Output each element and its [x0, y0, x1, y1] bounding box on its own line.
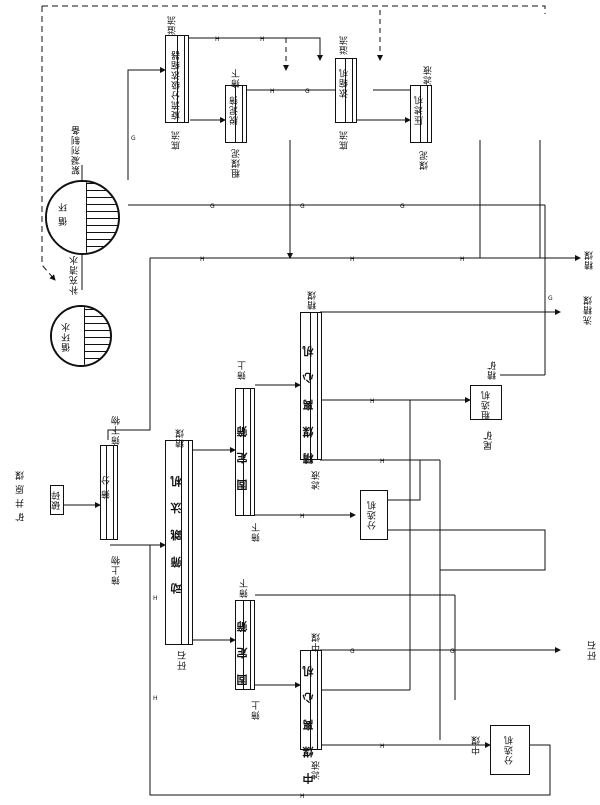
code-slime: G: [350, 648, 355, 655]
code-water: H: [200, 256, 205, 263]
desliming-box: [225, 85, 247, 143]
sieve1-under: 筛下: [252, 522, 262, 542]
product-gangue: 矸石: [588, 640, 598, 660]
water-tank: 循环水: [50, 305, 112, 367]
sieve1-box: [235, 388, 255, 516]
centrifuge1-box: [300, 312, 322, 460]
filter2-label: 压滤机: [415, 95, 425, 125]
filter1-top: 溢流: [340, 35, 350, 55]
mag-separator-right: [360, 490, 388, 540]
code-slime: G: [131, 135, 136, 142]
mag-right-label: 分选机: [368, 500, 378, 530]
centrifuge1-label: 精 煤 离 心 机: [302, 340, 315, 465]
code-water: H: [350, 256, 355, 263]
code-water: H: [460, 256, 465, 263]
code-water: H: [260, 36, 265, 43]
screen-oversize-label: 筛上物: [112, 555, 122, 585]
product-middling: 洗精煤: [584, 295, 594, 325]
circulation-tank: 循 环: [45, 180, 120, 255]
rougher-label: 粗选机: [482, 390, 492, 420]
sieve2-under: 筛下: [240, 578, 250, 598]
jig-out-bottom: 矸石: [178, 650, 188, 670]
filter1-label: 浓缩机: [340, 68, 350, 98]
crusher-label: 破碎: [52, 490, 62, 510]
classifier-top: 溢流: [168, 15, 178, 35]
circ-tank-label: 循 环: [59, 202, 69, 226]
code-water: H: [380, 743, 385, 750]
filter1-box: [335, 58, 357, 123]
code-water: H: [153, 595, 158, 602]
product-clean: 精煤: [585, 250, 595, 270]
code-water: H: [215, 36, 220, 43]
jig-box: [165, 440, 193, 645]
filter2-top: 滤液: [424, 65, 434, 85]
code-slime: G: [300, 203, 305, 210]
code-slime: G: [210, 203, 215, 210]
centrifuge1-out2: 滤液: [312, 470, 322, 490]
mag-separator-bottom: [490, 725, 530, 775]
rougher-over: 精矿: [488, 360, 498, 380]
desliming-top: 筛下: [232, 68, 242, 88]
water-tank-label: 循环水: [62, 322, 72, 352]
code-water: H: [300, 513, 305, 520]
jig-out-top: 精煤: [176, 428, 186, 448]
jig-label: 动 筛 跳 汰 机: [170, 470, 183, 595]
code-water: H: [153, 695, 158, 702]
screen-label: 筛 分: [102, 475, 112, 499]
filter2-box: [410, 85, 432, 143]
code-water: H: [300, 793, 305, 800]
circ-tank-input: 絮凝剂制备: [72, 125, 82, 175]
code-water: H: [380, 458, 385, 465]
code-slime: G: [450, 648, 455, 655]
sieve2-label: 固 定 筛: [236, 615, 249, 686]
sieve2-box: [235, 600, 255, 690]
crusher-box: [50, 485, 64, 515]
classifier-bottom: 底流: [172, 130, 182, 150]
screen-undersize-label: 筛下物: [112, 415, 122, 445]
classifier-label: 旋流分级浓缩器: [172, 50, 182, 120]
sieve2-over: 筛上: [252, 700, 262, 720]
mag-bottom-label: 分选机: [505, 735, 515, 765]
code-slime: G: [305, 88, 310, 95]
screen-box: [100, 445, 118, 540]
product-middle: 中煤: [472, 735, 482, 755]
sieve1-over: 筛上: [238, 360, 248, 380]
code-slime: G: [400, 203, 405, 210]
sieve1-label: 固 定 筛: [236, 420, 249, 491]
desliming-bottom: 粗煤泥: [232, 148, 242, 178]
centrifuge2-out1: 中煤: [312, 632, 322, 652]
code-water: H: [370, 398, 375, 405]
water-tank-input: 补充清水: [70, 255, 80, 295]
centrifuge2-out2: 滤液: [312, 760, 322, 780]
rougher-box: [470, 385, 502, 420]
centrifuge2-box: [300, 650, 322, 750]
code-slime: G: [548, 295, 553, 302]
feed-label: 矿 井 原 煤: [16, 470, 26, 522]
centrifuge1-out1: 精煤: [308, 290, 318, 310]
classifier-box: [165, 35, 189, 123]
filter2-bottom: 煤泥: [420, 150, 430, 170]
rougher-under: 尾矿: [484, 430, 494, 450]
desliming-label: 脱泥筛: [230, 95, 240, 125]
code-water: H: [270, 88, 275, 95]
filter1-bottom: 底流: [340, 130, 350, 150]
